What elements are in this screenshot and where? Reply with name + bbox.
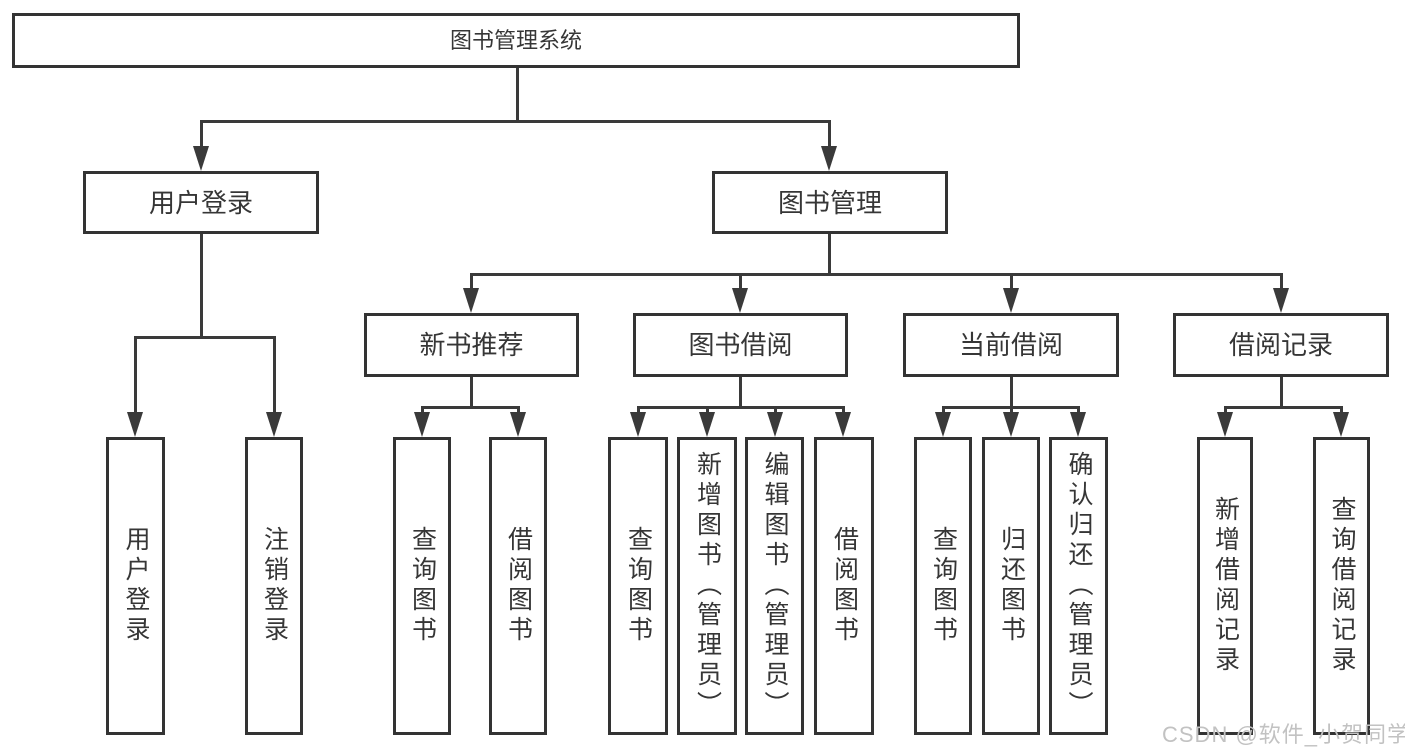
node-book-borrow-label: 图书借阅 [688, 330, 793, 360]
arrow-to-book-management [821, 146, 837, 171]
leaf-borrow-books-2: 借阅图书 [814, 437, 874, 735]
node-new-book-recommend: 新书推荐 [364, 313, 579, 377]
connector-drop-leaf-user-login [134, 336, 137, 414]
leaf-confirm-return-admin-label: 确认归还（管理员） [1065, 451, 1093, 721]
connector-drop-borrow-books-2 [842, 406, 845, 414]
leaf-add-books-admin: 新增图书（管理员） [677, 437, 737, 735]
connector-drop-user-login [200, 120, 203, 148]
node-borrow-records: 借阅记录 [1173, 313, 1389, 377]
node-current-borrow-label: 当前借阅 [958, 330, 1063, 360]
leaf-add-books-admin-label: 新增图书（管理员） [693, 451, 722, 721]
leaf-query-books-3-label: 查询图书 [929, 526, 958, 646]
leaf-borrow-books-1: 借阅图书 [489, 437, 547, 735]
node-root-label: 图书管理系统 [449, 27, 582, 53]
arrow-to-query-books-3 [935, 412, 951, 437]
leaf-query-books-1: 查询图书 [393, 437, 451, 735]
arrow-to-query-borrow-record [1333, 412, 1349, 437]
connector-root-stem [516, 68, 519, 120]
arrow-to-edit-books [767, 412, 783, 437]
connector-book-borrow-stem [739, 377, 742, 406]
arrow-to-borrow-books-2 [835, 412, 851, 437]
connector-level3-bus [471, 273, 1282, 276]
leaf-query-borrow-record: 查询借阅记录 [1313, 437, 1370, 735]
arrow-to-borrow-books-1 [510, 412, 526, 437]
connector-drop-leaf-logout [273, 336, 276, 414]
connector-drop-return-books [1010, 406, 1013, 414]
node-book-management-label: 图书管理 [777, 187, 882, 218]
arrow-to-return-books [1003, 412, 1019, 437]
arrow-to-add-books [699, 412, 715, 437]
leaf-add-borrow-record: 新增借阅记录 [1197, 437, 1253, 735]
connector-drop-query-books-3 [942, 406, 945, 414]
connector-borrow-records-bus [1224, 406, 1342, 409]
connector-user-login-stem [200, 234, 203, 336]
leaf-add-borrow-record-label: 新增借阅记录 [1211, 496, 1240, 676]
leaf-query-books-3: 查询图书 [914, 437, 972, 735]
connector-drop-query-borrow-record [1340, 406, 1343, 414]
leaf-query-books-2-label: 查询图书 [624, 526, 653, 646]
leaf-query-books-2: 查询图书 [608, 437, 668, 735]
connector-drop-borrow-records [1280, 273, 1283, 290]
leaf-logout: 注销登录 [245, 437, 303, 735]
connector-drop-query-books-1 [421, 406, 424, 414]
leaf-return-books: 归还图书 [982, 437, 1040, 735]
node-new-book-recommend-label: 新书推荐 [419, 330, 524, 360]
node-user-login-branch-label: 用户登录 [148, 187, 253, 218]
node-borrow-records-label: 借阅记录 [1228, 330, 1333, 360]
connector-user-login-bus [134, 336, 274, 339]
arrow-to-query-books-1 [414, 412, 430, 437]
connector-drop-book-borrow [739, 273, 742, 290]
connector-drop-book-management [828, 120, 831, 148]
arrow-to-borrow-records [1273, 288, 1289, 313]
connector-drop-query-books-2 [637, 406, 640, 414]
connector-drop-current-borrow [1010, 273, 1013, 290]
connector-book-management-stem [828, 234, 831, 273]
arrow-to-leaf-logout [266, 412, 282, 437]
connector-drop-add-books [706, 406, 709, 414]
leaf-query-books-1-label: 查询图书 [408, 526, 437, 646]
csdn-watermark: CSDN @软件_小贺同学 [1162, 722, 1405, 747]
connector-book-borrow-bus [637, 406, 844, 409]
leaf-borrow-books-1-label: 借阅图书 [504, 526, 533, 646]
arrow-to-current-borrow [1003, 288, 1019, 313]
arrow-to-add-borrow-record [1217, 412, 1233, 437]
connector-drop-add-borrow-record [1224, 406, 1227, 414]
leaf-edit-books-admin: 编辑图书（管理员） [745, 437, 804, 735]
connector-new-book-bus [421, 406, 519, 409]
connector-new-book-stem [470, 377, 473, 406]
arrow-to-user-login [193, 146, 209, 171]
connector-borrow-records-stem [1280, 377, 1283, 406]
arrow-to-book-borrow [732, 288, 748, 313]
leaf-query-borrow-record-label: 查询借阅记录 [1328, 496, 1356, 676]
leaf-user-login-label: 用户登录 [122, 526, 150, 646]
arrow-to-query-books-2 [630, 412, 646, 437]
node-book-management: 图书管理 [712, 171, 948, 234]
node-book-borrow: 图书借阅 [633, 313, 848, 377]
leaf-edit-books-admin-label: 编辑图书（管理员） [761, 451, 789, 721]
connector-drop-borrow-books-1 [517, 406, 520, 414]
connector-drop-edit-books [774, 406, 777, 414]
leaf-user-login: 用户登录 [106, 437, 165, 735]
node-root-library-system: 图书管理系统 [12, 13, 1020, 68]
connector-drop-confirm-return [1077, 406, 1080, 414]
leaf-confirm-return-admin: 确认归还（管理员） [1049, 437, 1108, 735]
connector-level2-bus [200, 120, 830, 123]
node-current-borrow: 当前借阅 [903, 313, 1119, 377]
arrow-to-new-book [463, 288, 479, 313]
connector-current-borrow-stem [1010, 377, 1013, 406]
arrow-to-leaf-user-login [127, 412, 143, 437]
leaf-borrow-books-2-label: 借阅图书 [830, 526, 859, 646]
leaf-logout-label: 注销登录 [260, 526, 289, 646]
leaf-return-books-label: 归还图书 [997, 526, 1026, 646]
node-user-login-branch: 用户登录 [83, 171, 319, 234]
connector-drop-new-book [470, 273, 473, 290]
arrow-to-confirm-return [1070, 412, 1086, 437]
